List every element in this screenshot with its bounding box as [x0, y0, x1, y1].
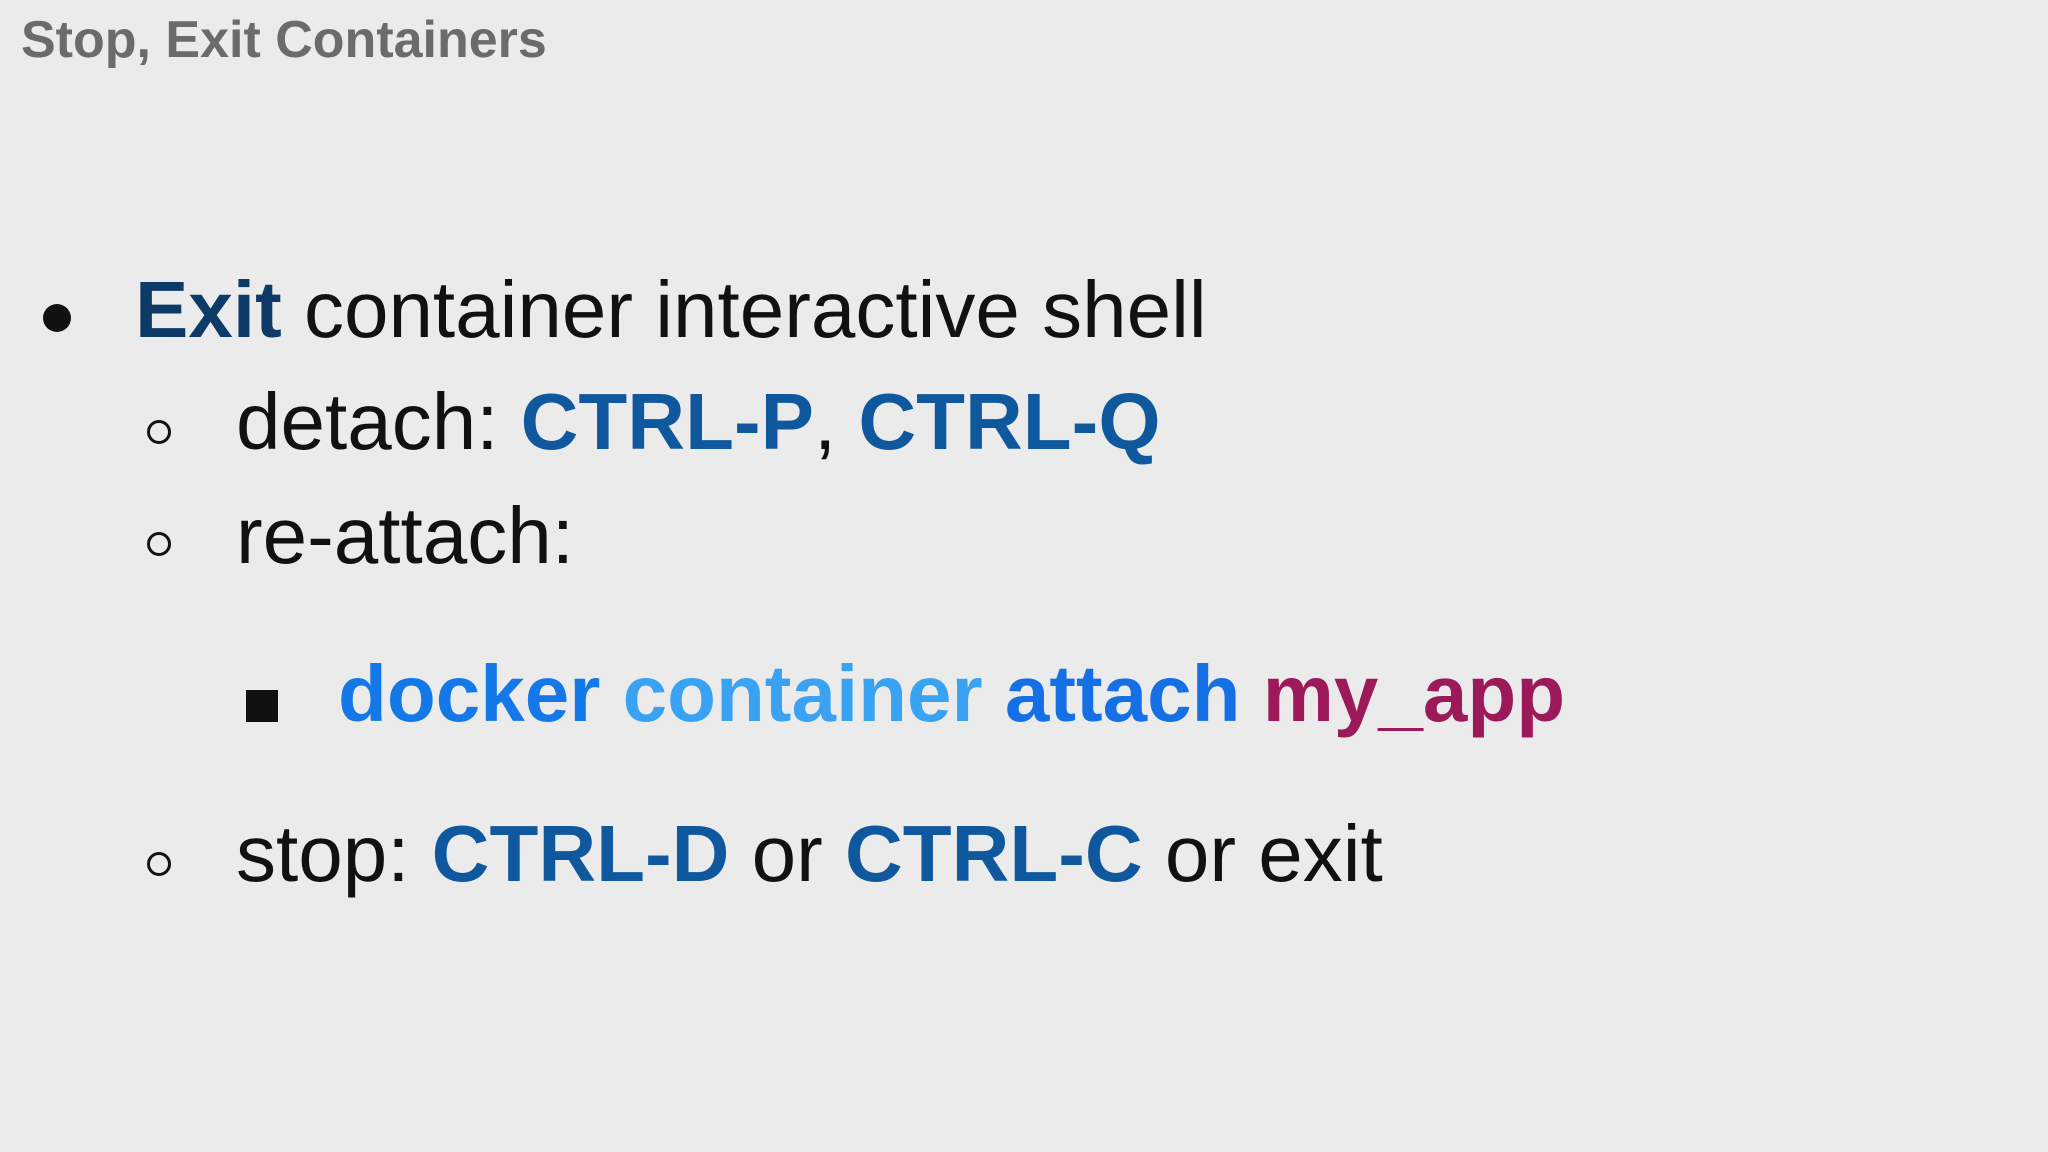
cmd-arg: my_app [1262, 649, 1566, 738]
stop-bullet-icon [147, 852, 171, 876]
bullet-reattach: re-attach: [236, 486, 574, 586]
cmd-attach: attach [1004, 649, 1241, 738]
reattach-label: re-attach: [236, 491, 574, 580]
bullet-stop: stop: CTRL-D or CTRL-C or exit [236, 804, 1383, 904]
exit-keyword: Exit [135, 265, 282, 354]
exit-text: container interactive shell [281, 265, 1207, 354]
detach-bullet-icon [147, 420, 171, 444]
reattach-bullet-icon [147, 532, 171, 556]
bullet-exit-shell: Exit container interactive shell [135, 260, 1207, 360]
stop-label: stop: [236, 809, 432, 898]
stop-or-1: or [729, 809, 845, 898]
slide-title: Stop, Exit Containers [21, 11, 547, 69]
command-bullet-icon [246, 690, 278, 722]
main-bullet-icon [43, 304, 71, 332]
bullet-command: docker container attach my_app [338, 644, 1565, 744]
cmd-container: container [622, 649, 983, 738]
detach-label: detach: [236, 377, 521, 466]
stop-or-2: or exit [1142, 809, 1383, 898]
bullet-detach: detach: CTRL-P, CTRL-Q [236, 372, 1161, 472]
cmd-docker: docker [338, 649, 601, 738]
detach-key-2: CTRL-Q [858, 377, 1161, 466]
detach-separator: , [813, 377, 859, 466]
stop-key-1: CTRL-D [431, 809, 730, 898]
detach-key-1: CTRL-P [520, 377, 814, 466]
stop-key-2: CTRL-C [844, 809, 1143, 898]
